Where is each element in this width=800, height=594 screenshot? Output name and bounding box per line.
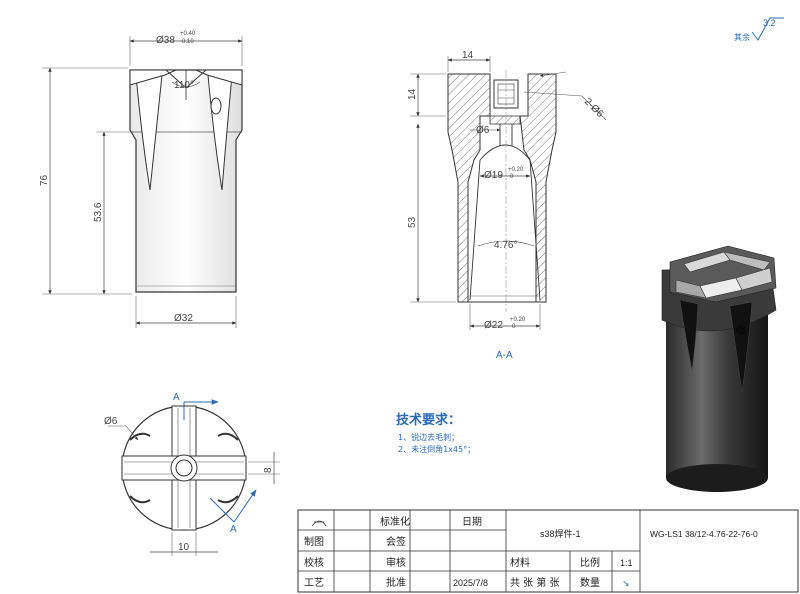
section-label: A-A	[496, 350, 513, 361]
front-dia-top-tol-lower: -0.10	[180, 39, 194, 45]
section-taper: 4.76°	[494, 240, 517, 251]
tb-checker: 校核	[304, 556, 324, 569]
notes-item-2: 2、未注倒角1x45°；	[398, 444, 475, 454]
front-dia-bottom: Ø32	[174, 313, 193, 324]
roughness-prefix: 其余	[734, 32, 750, 42]
section-depth: 53	[407, 216, 418, 228]
tb-quantity-symbol: ↘	[622, 578, 630, 588]
tb-date: 日期	[462, 516, 482, 528]
front-dia-top: Ø38	[156, 35, 175, 46]
tb-approval-date: 2025/7/8	[453, 578, 488, 588]
title-block: 标准化 日期 s38焊件-1 WG-LS1 38/12-4.76-22-76-0…	[297, 509, 799, 593]
notes-item-1: 1、锐边去毛刺；	[398, 432, 459, 442]
top-hole-dia: Ø6	[104, 416, 118, 427]
section-bore-bottom-tol-lower: 0	[512, 324, 516, 330]
tb-quantity: 数量	[580, 576, 600, 589]
top-section-mark-upper: A	[173, 392, 180, 403]
section-hole-label: 2-Ø6	[582, 96, 606, 120]
tb-scale-label: 比例	[580, 556, 600, 569]
tb-drafter: 制图	[304, 535, 324, 548]
section-bore-mid-tol-lower: 0	[510, 174, 514, 180]
3d-render	[661, 245, 777, 492]
section-bore-small: Ø6	[476, 125, 490, 136]
section-height-top: 14	[407, 88, 418, 100]
front-dia-top-tol-upper: +0.40	[180, 31, 196, 37]
tb-scale-value: 1:1	[620, 558, 633, 568]
revision-symbol-icon	[311, 520, 327, 527]
tb-drawing-no: WG-LS1 38/12-4.76-22-76-0	[650, 529, 758, 539]
tb-sheet-count: 共 张 第 张	[510, 576, 560, 589]
section-width-top: 14	[462, 50, 474, 61]
section-bore-bottom: Ø22	[484, 320, 503, 331]
tb-reviewer: 审核	[386, 556, 406, 569]
tb-part-name: s38焊件-1	[540, 528, 581, 539]
top-width-10: 10	[178, 542, 190, 553]
section-view: 14 14 53 2-Ø6 Ø6 Ø19 +0.20 0 4.76° Ø22 +…	[407, 50, 607, 361]
roughness-value: 3.2	[763, 18, 776, 28]
front-length-body: 53.6	[93, 202, 104, 222]
tb-standardization: 标准化	[380, 515, 410, 528]
front-length-total: 76	[39, 174, 50, 186]
notes-title: 技术要求：	[396, 412, 461, 428]
section-bore-mid: Ø19	[484, 170, 503, 181]
section-bore-mid-tol-upper: +0.20	[508, 167, 524, 173]
tech-notes: 技术要求： 1、锐边去毛刺； 2、未注倒角1x45°；	[396, 412, 475, 454]
tb-approval: 批准	[386, 576, 406, 589]
front-view: Ø38 +0.40 -0.10 110° 76 53.6 Ø32	[39, 31, 243, 328]
section-bore-bottom-tol-upper: +0.20	[510, 317, 526, 323]
top-section-mark-lower: A	[230, 524, 237, 535]
front-angle: 110°	[174, 80, 194, 91]
tb-material: 材料	[510, 556, 530, 569]
roughness-symbol: 3.2 其余	[734, 17, 784, 42]
tb-process: 工艺	[304, 577, 324, 589]
tb-countersign: 会签	[386, 535, 406, 548]
top-width-8: 8	[263, 467, 274, 473]
top-view: A A Ø6 8 10	[104, 392, 280, 556]
